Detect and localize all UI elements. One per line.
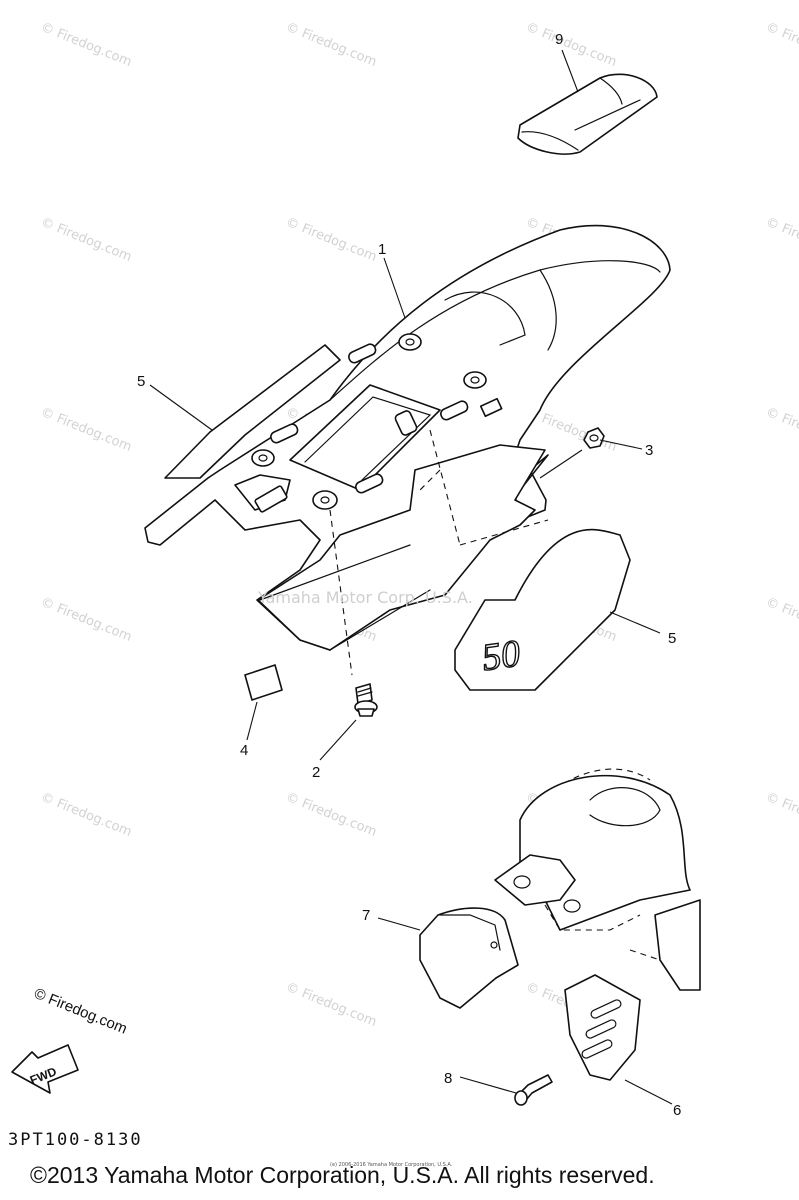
callout-3: 3 bbox=[645, 442, 653, 459]
watermark: © Firedog.com bbox=[284, 980, 379, 1030]
part-2-bolt bbox=[354, 683, 378, 717]
part-7-cover bbox=[419, 907, 519, 1009]
part-5-left-decal bbox=[164, 344, 341, 479]
callout-6: 6 bbox=[673, 1102, 681, 1119]
part-4-pad bbox=[244, 664, 283, 701]
watermark: © Firedog.com bbox=[764, 20, 799, 70]
watermark: © Firedog.com bbox=[39, 215, 134, 265]
watermark: © Firedog.com bbox=[764, 405, 799, 455]
callout-5-left: 5 bbox=[137, 373, 145, 390]
callout-4: 4 bbox=[240, 742, 248, 759]
part-3-nut bbox=[583, 427, 605, 449]
watermark: © Firedog.com bbox=[284, 790, 379, 840]
watermark: © Firedog.com bbox=[39, 20, 134, 70]
part-1-rear-fender bbox=[144, 224, 671, 651]
callout-labels: 9 1 5 3 5 4 2 7 8 6 bbox=[137, 31, 681, 1119]
watermark: © Firedog.com bbox=[284, 215, 379, 265]
tiny-credit: (e) 2006-2016 Yamaha Motor Corporation, … bbox=[330, 1162, 453, 1168]
part-5-right-decal: 50 bbox=[454, 528, 631, 691]
watermark: © Firedog.com bbox=[764, 215, 799, 265]
callout-8: 8 bbox=[444, 1070, 452, 1087]
watermark: © Firedog.com bbox=[524, 20, 619, 70]
decal-50-text: 50 bbox=[479, 632, 522, 679]
watermark: © Firedog.com bbox=[284, 20, 379, 70]
callout-7: 7 bbox=[362, 907, 370, 924]
callout-1: 1 bbox=[378, 241, 386, 258]
watermark: © Firedog.com bbox=[39, 790, 134, 840]
part-8-screw bbox=[514, 1074, 553, 1106]
watermark: © Firedog.com bbox=[764, 595, 799, 645]
watermark: © Firedog.com bbox=[39, 405, 134, 455]
watermark: © Firedog.com bbox=[39, 595, 134, 645]
center-watermark: Yamaha Motor Corp. U.S.A. bbox=[257, 588, 473, 607]
copyright-notice: ©2013 Yamaha Motor Corporation, U.S.A. A… bbox=[30, 1162, 655, 1188]
callout-5-right: 5 bbox=[668, 630, 676, 647]
callout-2: 2 bbox=[312, 764, 320, 781]
watermark: © Firedog.com bbox=[764, 790, 799, 840]
frame-sketch bbox=[494, 768, 701, 991]
part-9-cap bbox=[517, 73, 658, 155]
fwd-arrow: FWD bbox=[11, 1044, 79, 1094]
callout-leaders bbox=[149, 49, 673, 1105]
callout-9: 9 bbox=[555, 31, 563, 48]
diagram-part-code: 3PT100-8130 bbox=[8, 1130, 143, 1150]
part-6-heat-guard bbox=[564, 974, 641, 1081]
assembly-lines bbox=[329, 429, 549, 676]
